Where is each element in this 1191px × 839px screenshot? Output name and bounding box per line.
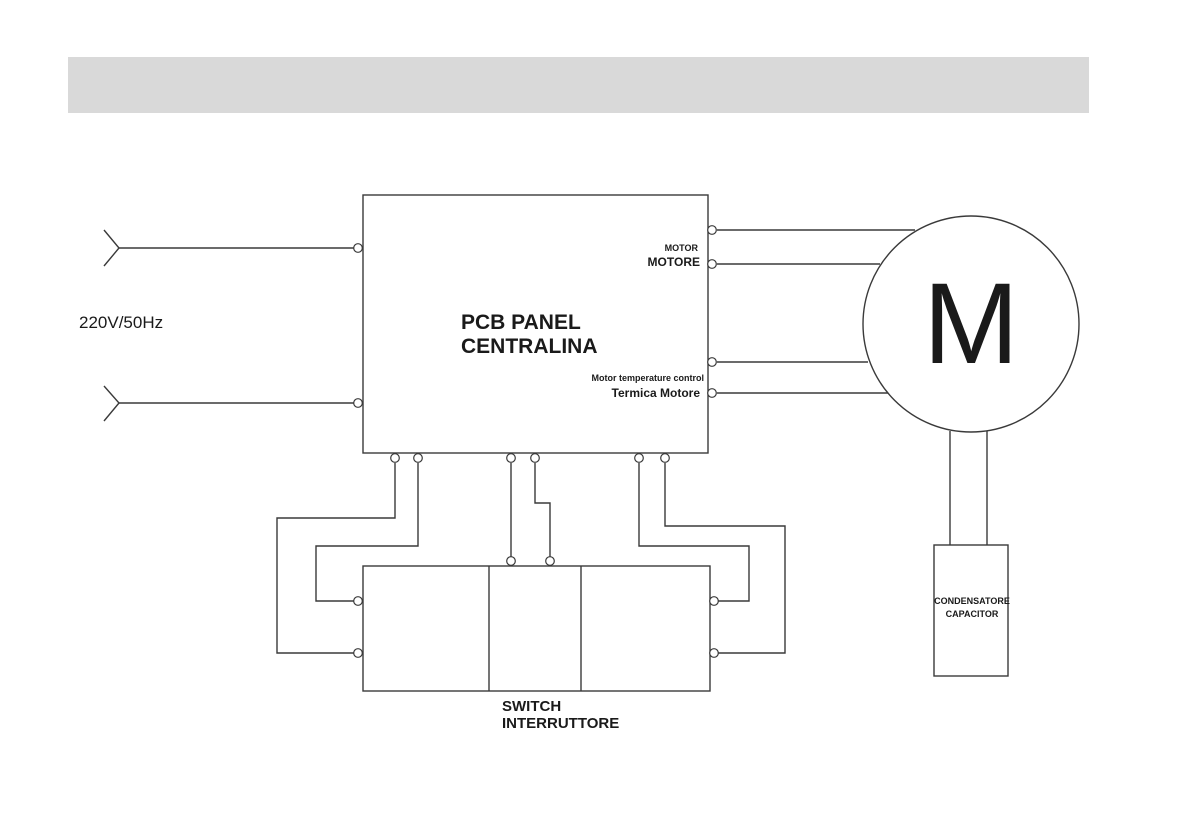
capacitor-wires xyxy=(950,431,987,545)
terminal xyxy=(414,454,423,463)
terminal xyxy=(507,557,516,566)
plug-symbol-top xyxy=(104,230,119,266)
plug-symbol-bottom xyxy=(104,386,119,421)
terminal xyxy=(391,454,400,463)
terminal xyxy=(354,399,363,408)
terminal xyxy=(635,454,644,463)
terminal xyxy=(354,597,363,606)
motor-port-label-it: MOTORE xyxy=(648,255,700,269)
capacitor-label-en: CAPACITOR xyxy=(946,609,999,619)
terminal xyxy=(531,454,540,463)
terminal xyxy=(708,389,717,398)
pcb-title-en: PCB PANEL xyxy=(461,311,581,334)
thermal-port-label-en: Motor temperature control xyxy=(591,373,704,383)
terminal xyxy=(546,557,555,566)
terminal xyxy=(507,454,516,463)
switch-label-en: SWITCH xyxy=(502,698,561,715)
motor-symbol: M xyxy=(923,260,1019,388)
motor-port-label-en: MOTOR xyxy=(665,243,699,253)
terminal xyxy=(710,649,719,658)
terminal xyxy=(708,358,717,367)
switch-box xyxy=(363,566,710,691)
terminal xyxy=(710,597,719,606)
capacitor-label-it: CONDENSATORE xyxy=(934,596,1010,606)
terminal xyxy=(354,649,363,658)
terminal xyxy=(661,454,670,463)
pcb-title-it: CENTRALINA xyxy=(461,335,598,358)
switch-label-it: INTERRUTTORE xyxy=(502,715,619,732)
thermal-port-label-it: Termica Motore xyxy=(612,386,701,400)
terminal xyxy=(354,244,363,253)
terminal xyxy=(708,226,717,235)
terminal xyxy=(708,260,717,269)
supply-voltage-label: 220V/50Hz xyxy=(79,313,163,332)
